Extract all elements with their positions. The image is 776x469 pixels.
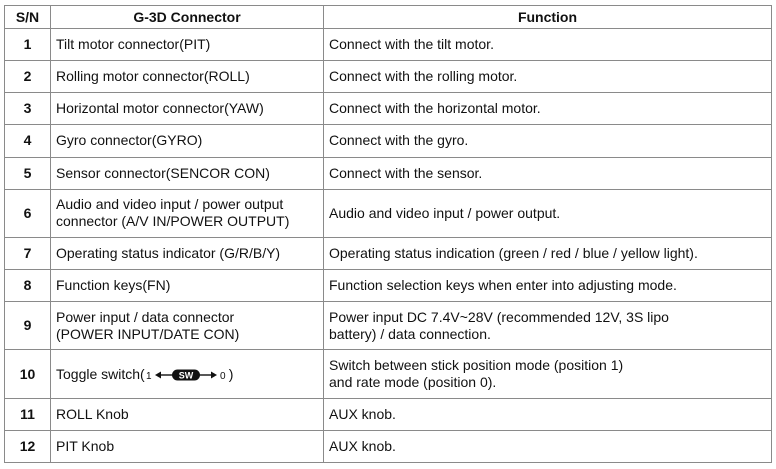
- toggle-right-label: 0: [220, 371, 226, 381]
- function-cell: Function selection keys when enter into …: [323, 269, 772, 303]
- row-number: 4: [4, 124, 51, 158]
- connector-cell: Function keys(FN): [50, 269, 324, 303]
- function-cell: Audio and video input / power output.: [323, 188, 772, 238]
- connector-text: PIT Knob: [56, 437, 115, 454]
- toggle-left-label: 1: [146, 371, 152, 381]
- connector-text-line2: (POWER INPUT/DATE CON): [56, 325, 240, 342]
- function-cell: AUX knob.: [323, 429, 772, 464]
- table-row: 1 Tilt motor connector(PIT) Connect with…: [4, 27, 772, 62]
- table-row: 12 PIT Knob AUX knob.: [4, 429, 772, 464]
- row-number: 8: [4, 269, 51, 303]
- toggle-suffix: ): [228, 365, 234, 382]
- connector-cell: Operating status indicator (G/R/B/Y): [50, 236, 324, 271]
- function-cell: Power input DC 7.4V~28V (recommended 12V…: [323, 301, 772, 351]
- connector-text: Rolling motor connector(ROLL): [56, 68, 250, 85]
- table-row: 9 Power input / data connector (POWER IN…: [4, 301, 772, 351]
- connector-cell: Audio and video input / power output con…: [50, 188, 324, 238]
- connector-cell: Horizontal motor connector(YAW): [50, 92, 324, 126]
- connector-text: ROLL Knob: [56, 405, 129, 422]
- function-text: Connect with the horizontal motor.: [329, 100, 541, 117]
- table-row: 2 Rolling motor connector(ROLL) Connect …: [4, 60, 772, 94]
- function-text: Operating status indication (green / red…: [329, 244, 698, 261]
- connector-cell: Rolling motor connector(ROLL): [50, 60, 324, 94]
- row-number: 10: [4, 349, 51, 399]
- toggle-badge-label: SW: [178, 370, 193, 380]
- toggle-switch-label: Toggle switch( 1 SW 0 ): [56, 366, 233, 382]
- function-text: Connect with the sensor.: [329, 164, 483, 181]
- function-cell: AUX knob.: [323, 397, 772, 431]
- table-row: 5 Sensor connector(SENCOR CON) Connect w…: [4, 156, 772, 190]
- row-number: 2: [4, 60, 51, 94]
- function-text: Audio and video input / power output.: [329, 204, 561, 221]
- table-row: 8 Function keys(FN) Function selection k…: [4, 269, 772, 303]
- function-text-line2: battery) / data connection.: [329, 325, 491, 342]
- table-row: 7 Operating status indicator (G/R/B/Y) O…: [4, 236, 772, 271]
- connector-text: Operating status indicator (G/R/B/Y): [56, 244, 281, 261]
- connector-text: Tilt motor connector(PIT): [56, 36, 211, 53]
- table-row: 3 Horizontal motor connector(YAW) Connec…: [4, 92, 772, 126]
- toggle-prefix: Toggle switch(: [56, 365, 145, 382]
- table-row: 6 Audio and video input / power output c…: [4, 188, 772, 238]
- function-cell: Switch between stick position mode (posi…: [323, 349, 772, 399]
- row-number: 7: [4, 236, 51, 271]
- row-number: 9: [4, 301, 51, 351]
- table-row: 4 Gyro connector(GYRO) Connect with the …: [4, 124, 772, 158]
- header-row: S/N G-3D Connector Function: [4, 5, 772, 29]
- connector-text: Function keys(FN): [56, 277, 171, 294]
- connector-cell: Gyro connector(GYRO): [50, 124, 324, 158]
- connector-cell: Tilt motor connector(PIT): [50, 27, 324, 62]
- connector-text-line1: Audio and video input / power output: [56, 196, 284, 213]
- row-number: 12: [4, 429, 51, 464]
- table-row: 11 ROLL Knob AUX knob.: [4, 397, 772, 431]
- connector-cell: Toggle switch( 1 SW 0 ): [50, 349, 324, 399]
- function-text: AUX knob.: [329, 405, 396, 422]
- function-cell: Operating status indication (green / red…: [323, 236, 772, 271]
- row-number: 1: [4, 27, 51, 62]
- function-text-line2: and rate mode (position 0).: [329, 374, 497, 391]
- connector-text-line2: connector (A/V IN/POWER OUTPUT): [56, 213, 290, 230]
- function-cell: Connect with the rolling motor.: [323, 60, 772, 94]
- connector-text: Sensor connector(SENCOR CON): [56, 164, 270, 181]
- row-number: 11: [4, 397, 51, 431]
- header-function: Function: [323, 5, 772, 29]
- connector-text-line1: Power input / data connector: [56, 308, 235, 325]
- function-cell: Connect with the sensor.: [323, 156, 772, 190]
- table-row: 10 Toggle switch( 1 SW 0 ) Switch betwee…: [4, 349, 772, 399]
- function-cell: Connect with the tilt motor.: [323, 27, 772, 62]
- row-number: 6: [4, 188, 51, 238]
- function-text: Connect with the gyro.: [329, 132, 469, 149]
- connector-text: Horizontal motor connector(YAW): [56, 100, 264, 117]
- connector-text: Gyro connector(GYRO): [56, 132, 203, 149]
- function-cell: Connect with the gyro.: [323, 124, 772, 158]
- connector-cell: Power input / data connector (POWER INPU…: [50, 301, 324, 351]
- toggle-switch-icon: 1 SW 0: [146, 369, 226, 381]
- function-text: Connect with the rolling motor.: [329, 68, 518, 85]
- function-text-line1: Switch between stick position mode (posi…: [329, 357, 624, 374]
- connector-cell: ROLL Knob: [50, 397, 324, 431]
- connector-cell: Sensor connector(SENCOR CON): [50, 156, 324, 190]
- function-text: AUX knob.: [329, 437, 396, 454]
- function-text: Connect with the tilt motor.: [329, 36, 494, 53]
- function-text: Function selection keys when enter into …: [329, 277, 677, 294]
- header-sn: S/N: [4, 5, 51, 29]
- function-cell: Connect with the horizontal motor.: [323, 92, 772, 126]
- connector-cell: PIT Knob: [50, 429, 324, 464]
- connector-table: S/N G-3D Connector Function 1 Tilt motor…: [4, 5, 772, 464]
- row-number: 5: [4, 156, 51, 190]
- header-connector: G-3D Connector: [50, 5, 324, 29]
- function-text-line1: Power input DC 7.4V~28V (recommended 12V…: [329, 308, 669, 325]
- row-number: 3: [4, 92, 51, 126]
